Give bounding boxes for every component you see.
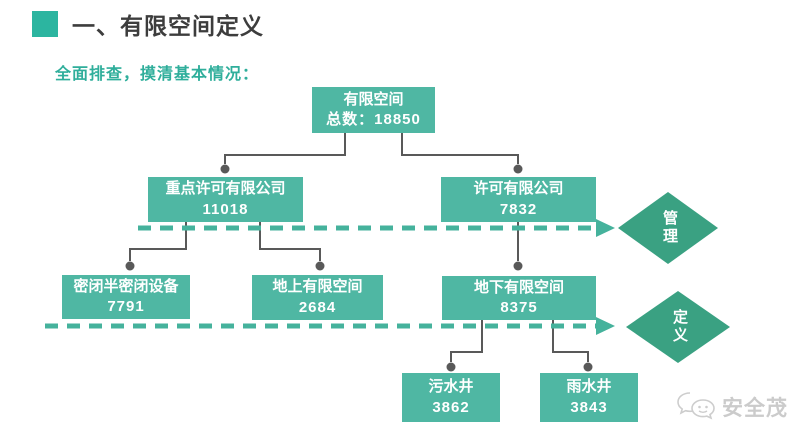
title-bullet-square (32, 11, 58, 37)
page-title: 一、有限空间定义 (72, 13, 264, 39)
node-sewage-well-value: 3862 (432, 398, 470, 416)
node-root: 有限空间 总数：18850 (312, 87, 435, 133)
definition-diamond-label: 定义 (671, 309, 688, 345)
node-rain-well-value: 3843 (570, 398, 608, 416)
tree-connector-lines (129, 133, 589, 362)
node-root-label: 有限空间 (343, 90, 404, 108)
node-above-ground-value: 2684 (298, 298, 337, 316)
node-rain-well-label: 雨水井 (566, 378, 612, 396)
node-licensed-value: 7832 (499, 200, 538, 218)
slide-subtitle: 全面排查，摸清基本情况： (55, 66, 260, 83)
node-underground-label: 地下有限空间 (473, 278, 564, 296)
chat-bubbles-icon (677, 392, 715, 420)
node-key-licensed-value: 11018 (202, 200, 249, 218)
watermark-text: 安全茂 (722, 397, 788, 420)
node-sewage-well-label: 污水井 (428, 378, 474, 396)
node-sealed-equipment-label: 密闭半密闭设备 (73, 277, 179, 295)
node-sealed-equipment: 密闭半密闭设备 7791 (62, 275, 190, 319)
node-underground-value: 8375 (500, 299, 538, 316)
node-root-value: 总数：18850 (326, 111, 421, 128)
watermark: 安全茂 (676, 390, 788, 424)
node-sealed-equipment-value: 7791 (107, 298, 145, 315)
node-underground: 地下有限空间 8375 (442, 276, 596, 320)
node-licensed-label: 许可有限公司 (473, 180, 564, 198)
node-above-ground: 地上有限空间 2684 (252, 275, 383, 320)
node-rain-well: 雨水井 3843 (540, 373, 638, 422)
node-licensed: 许可有限公司 7832 (441, 177, 596, 222)
management-diamond-label: 管理 (661, 210, 678, 246)
node-key-licensed-label: 重点许可有限公司 (165, 180, 286, 198)
node-key-licensed: 重点许可有限公司 11018 (148, 177, 303, 222)
node-sewage-well: 污水井 3862 (402, 373, 500, 422)
node-above-ground-label: 地上有限空间 (272, 278, 363, 296)
